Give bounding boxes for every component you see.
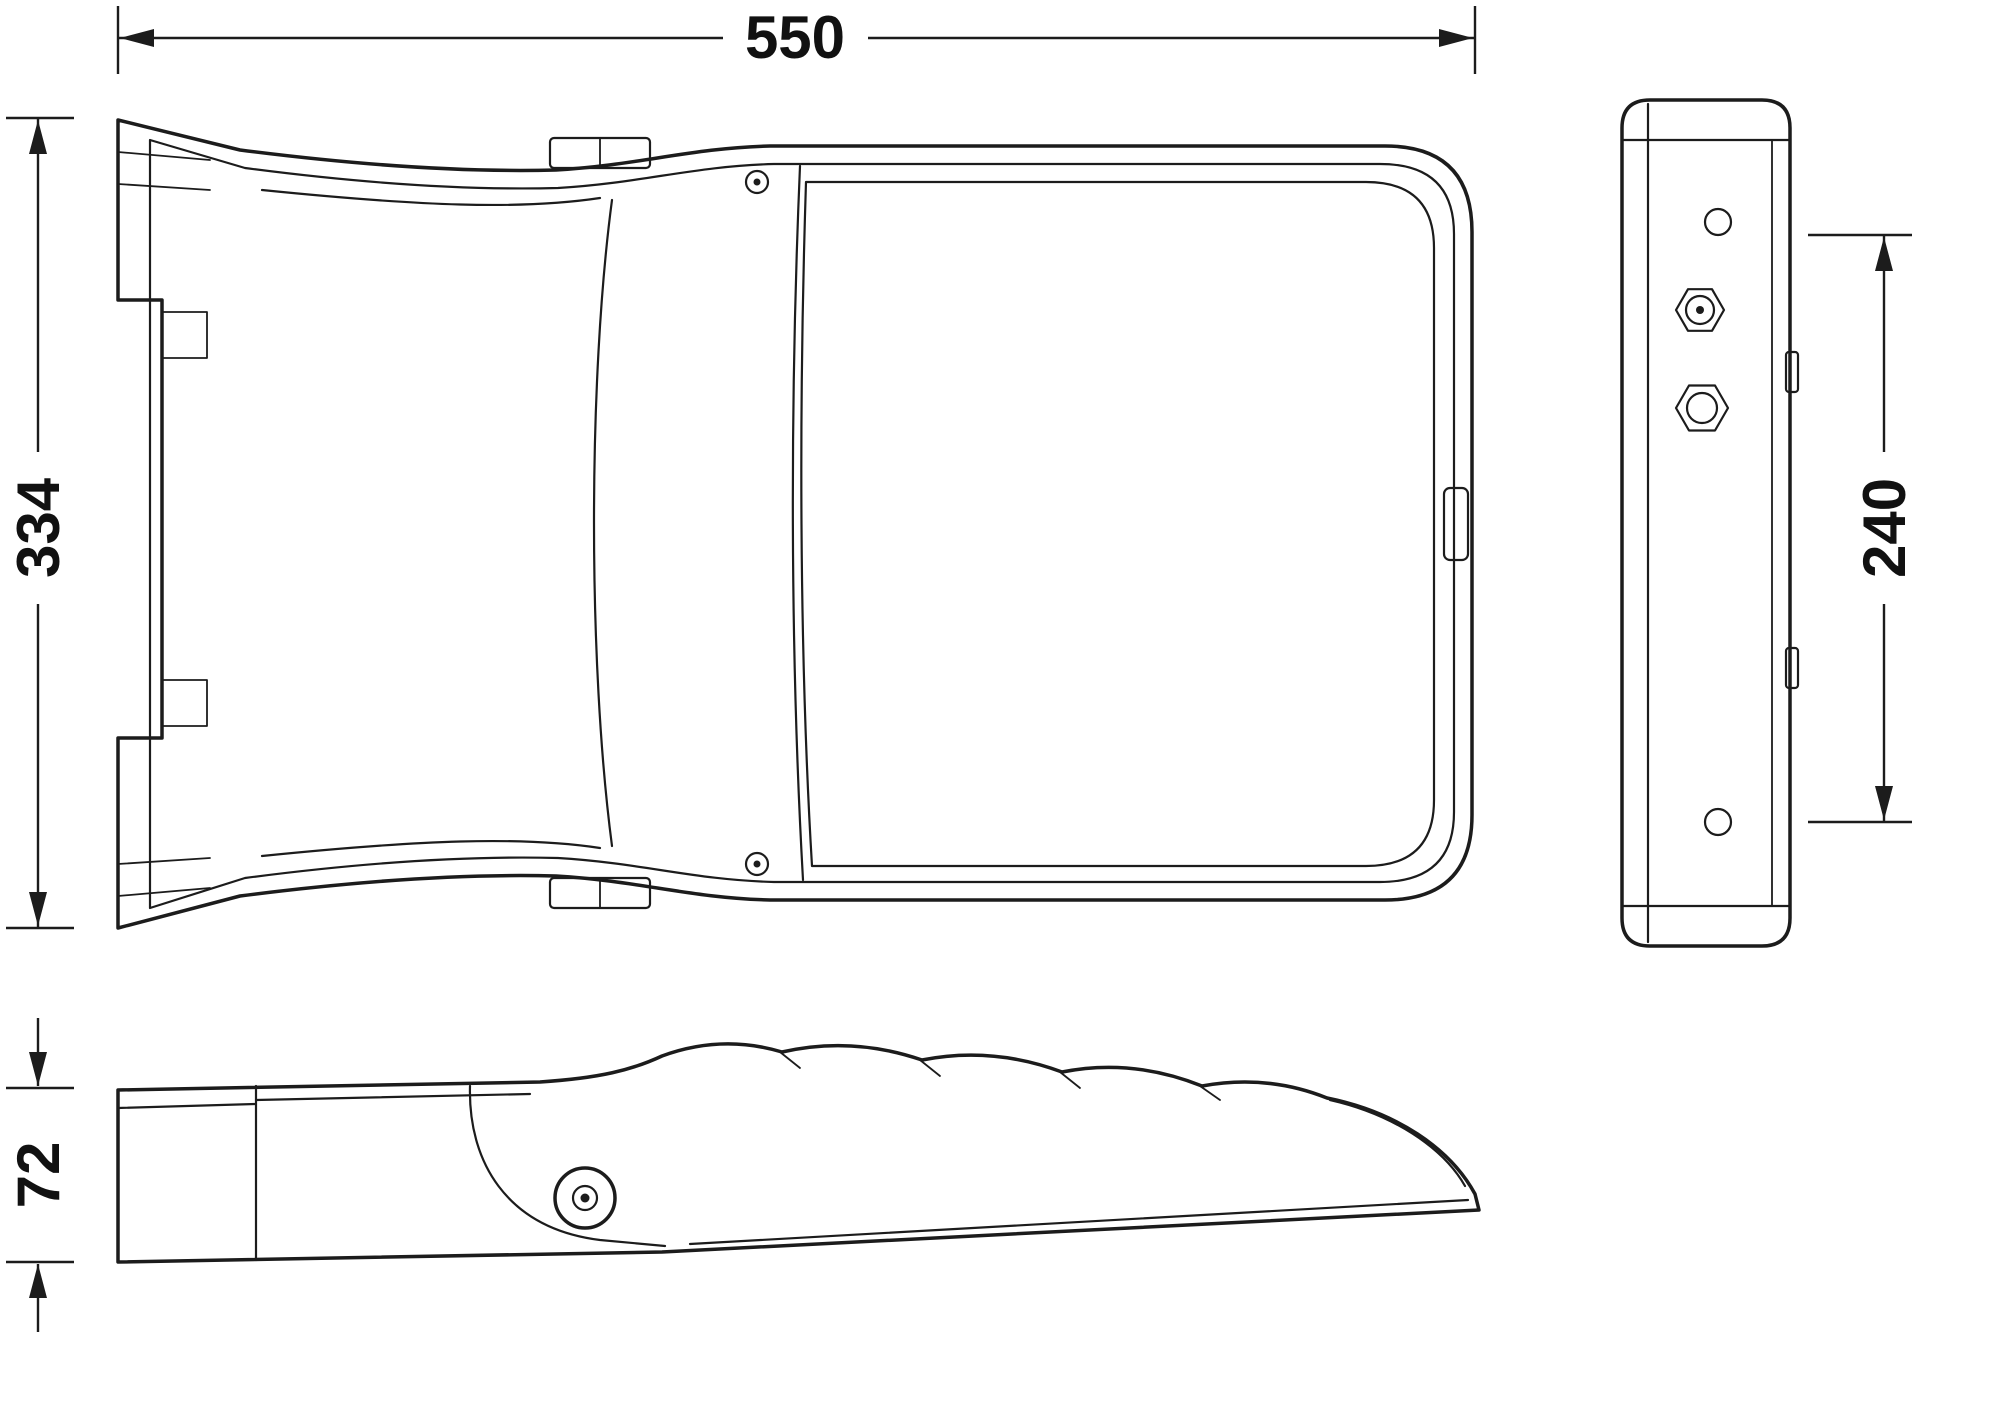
dimension-label-overall-width: 550 xyxy=(745,4,845,71)
dimension-label-bracket-span: 240 xyxy=(1851,478,1918,578)
screw-center-icon xyxy=(753,178,761,186)
dimension-bracket-span: 240 xyxy=(1808,233,1918,824)
side-clip-icon xyxy=(1784,646,1800,690)
nose-inner-line xyxy=(1328,1098,1467,1188)
ear-detail-line xyxy=(117,183,211,191)
profile-view xyxy=(116,1042,1481,1264)
dimension-label-overall-depth: 334 xyxy=(5,477,72,578)
cable-gland-ring-icon xyxy=(1684,294,1716,326)
plan-compartment-boundary xyxy=(592,198,614,848)
mounting-hole-icon xyxy=(1703,207,1733,237)
opening-clip-icon xyxy=(1442,486,1470,562)
dimension-overall-width: 550 xyxy=(116,4,1477,74)
pivot-bolt-inner-icon xyxy=(571,1184,599,1212)
cable-gland-hex-icon xyxy=(1674,288,1726,332)
hinge-bracket-line xyxy=(468,1084,667,1248)
profile-outer-outline xyxy=(116,1042,1481,1264)
spigot-clamp xyxy=(161,311,208,359)
plan-view xyxy=(116,118,1474,930)
dimension-end-height: 72 xyxy=(5,1018,74,1332)
arrowhead-up-icon xyxy=(1875,237,1893,271)
arrowhead-down-icon xyxy=(1875,786,1893,820)
lens-frame-line xyxy=(688,1198,1470,1246)
arrowhead-up-icon xyxy=(29,120,47,154)
fin-tick xyxy=(779,1051,801,1069)
mounting-hole-icon xyxy=(1703,807,1733,837)
plan-gasket-curve-top xyxy=(260,188,602,207)
ear-detail-line xyxy=(117,887,211,897)
pivot-bolt-center-icon xyxy=(580,1193,590,1203)
screw-icon xyxy=(744,169,770,195)
arrowhead-down-icon xyxy=(29,1052,47,1086)
plan-cover-split-line xyxy=(791,164,805,882)
arrowhead-right-icon xyxy=(1439,29,1473,47)
side-clip-icon xyxy=(1784,350,1800,394)
fin-tick xyxy=(1059,1071,1081,1089)
fin-tick xyxy=(919,1059,941,1077)
plan-lens-frame xyxy=(800,180,1436,868)
arm-inner-line xyxy=(254,1092,532,1102)
arrowhead-left-icon xyxy=(120,29,154,47)
cable-gland-ring-icon xyxy=(1685,391,1719,425)
pivot-bolt-outer-icon xyxy=(553,1166,617,1230)
screw-icon xyxy=(744,851,770,877)
plan-outer-outline xyxy=(116,118,1474,930)
spigot-clamp xyxy=(161,679,208,727)
ear-detail-line xyxy=(117,151,211,161)
screw-center-icon xyxy=(753,860,761,868)
dimension-label-end-height: 72 xyxy=(5,1142,72,1209)
dimension-overall-depth: 334 xyxy=(5,116,74,930)
cable-gland-center-icon xyxy=(1696,306,1704,314)
plan-gasket-curve-bottom xyxy=(260,839,602,858)
arrowhead-up-icon xyxy=(29,1264,47,1298)
plan-inner-outline xyxy=(148,138,1456,910)
cable-gland-hex-icon xyxy=(1674,384,1730,432)
ear-detail-line xyxy=(117,857,211,865)
spigot-inner-line xyxy=(116,1102,258,1110)
fin-tick xyxy=(1199,1085,1221,1101)
end-outer-outline xyxy=(1620,98,1792,948)
arrowhead-down-icon xyxy=(29,892,47,926)
end-view xyxy=(1620,98,1800,948)
